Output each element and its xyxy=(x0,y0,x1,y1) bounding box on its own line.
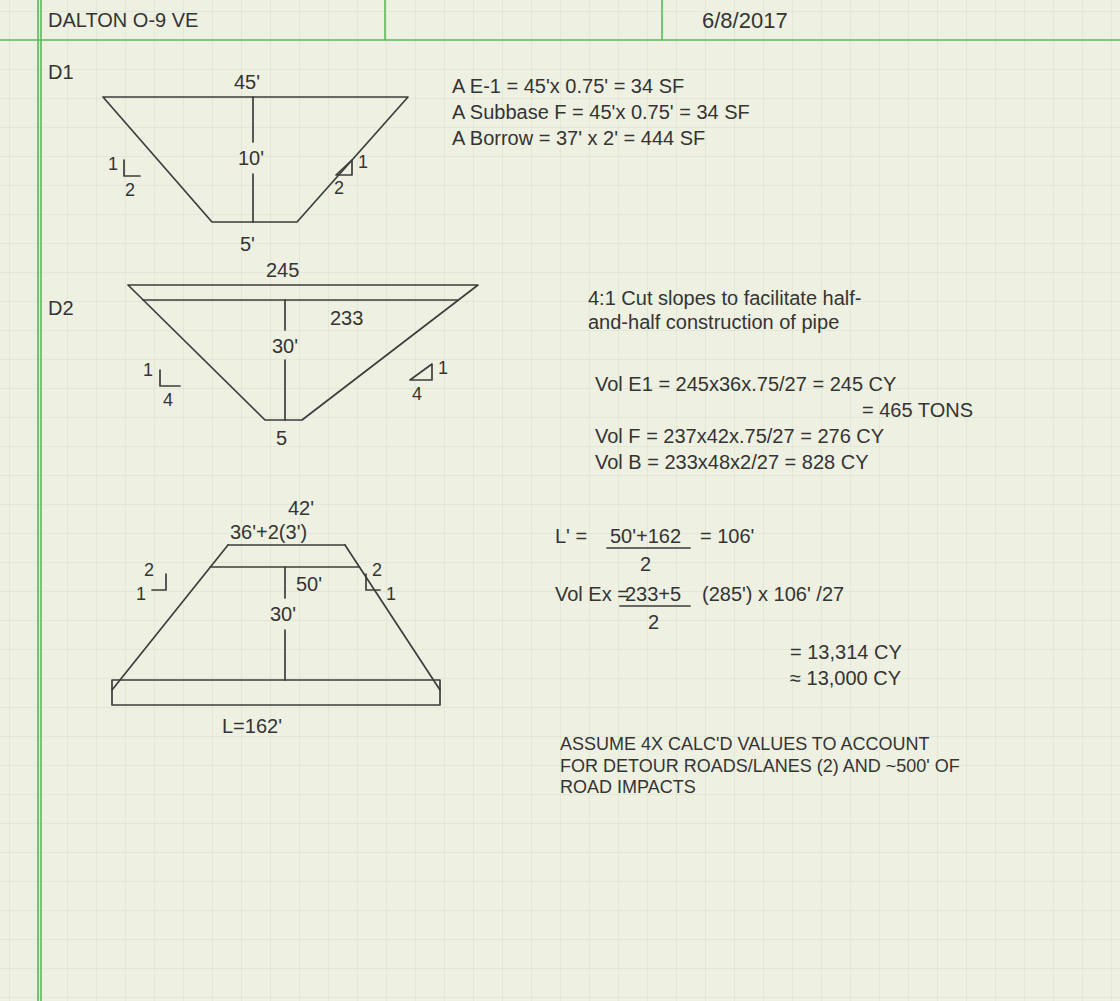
dimension: 50' xyxy=(296,572,322,596)
calc-note: A Borrow = 37' x 2' = 444 SF xyxy=(452,126,705,150)
dimension: 36'+2(3') xyxy=(230,520,307,544)
calc-note: Vol B = 233x48x2/27 = 828 CY xyxy=(595,450,869,474)
slope-value: 1 xyxy=(143,360,153,382)
center-line xyxy=(252,174,254,222)
date: 6/8/2017 xyxy=(702,8,788,34)
header-rule xyxy=(0,39,1120,41)
calc-note: 233+5 xyxy=(625,582,681,606)
fill-slope xyxy=(345,545,440,690)
center-line xyxy=(284,567,286,598)
dimension: 5 xyxy=(276,426,287,450)
slope-mark xyxy=(336,160,352,175)
calc-note: (285') x 106' /27 xyxy=(702,582,844,606)
slope-value: 1 xyxy=(358,152,368,174)
calc-note: Vol F = 237x42x.75/27 = 276 CY xyxy=(595,424,884,448)
page-title: DALTON O-9 VE xyxy=(48,8,198,32)
dimension: 30' xyxy=(270,602,296,626)
slope-value: 2 xyxy=(372,560,382,582)
slope-value: 2 xyxy=(144,560,154,582)
calc-note: 2 xyxy=(648,610,659,634)
center-line xyxy=(284,630,286,680)
slope-mark xyxy=(160,370,180,386)
design-note: 4:1 Cut slopes to facilitate half-and-ha… xyxy=(588,286,898,334)
slope-value: 2 xyxy=(125,180,135,202)
center-line xyxy=(284,300,286,330)
calc-note: = 106' xyxy=(700,524,754,548)
calc-note: = 465 TONS xyxy=(862,398,973,422)
dimension: 5' xyxy=(240,232,255,256)
dimension: L=162' xyxy=(222,714,282,738)
slope-mark xyxy=(410,364,432,380)
calc-note: ≈ 13,000 CY xyxy=(790,666,901,690)
calc-note: Vol Ex = xyxy=(555,582,629,606)
margin-rule xyxy=(40,0,42,1001)
dimension: 245 xyxy=(266,258,299,282)
dimension: 10' xyxy=(238,146,264,170)
slope-value: 1 xyxy=(438,358,448,380)
center-line xyxy=(284,360,286,420)
road-top xyxy=(228,544,345,546)
dimension: 233 xyxy=(330,306,363,330)
section-d2 xyxy=(128,285,478,420)
slope-value: 1 xyxy=(136,584,146,606)
fill-slope xyxy=(112,545,228,690)
slope-value: 1 xyxy=(108,154,118,176)
center-line xyxy=(252,97,254,142)
calc-note: A Subbase F = 45'x 0.75' = 34 SF xyxy=(452,100,750,124)
slope-mark xyxy=(124,160,140,176)
dimension: 42' xyxy=(288,496,314,520)
dimension: 45' xyxy=(234,70,260,94)
calc-note: L' = xyxy=(555,524,587,548)
fraction-bar xyxy=(620,605,690,607)
dimension: 30' xyxy=(272,334,298,358)
header-divider xyxy=(661,0,663,40)
margin-rule xyxy=(37,0,39,1001)
pencil-sketches xyxy=(103,97,690,705)
pipe xyxy=(112,680,440,705)
section-d1 xyxy=(103,97,408,222)
slope-value: 1 xyxy=(386,584,396,606)
fraction-bar xyxy=(607,547,690,549)
section-id: D2 xyxy=(48,296,74,320)
section-id: D1 xyxy=(48,60,74,84)
slope-mark xyxy=(152,574,166,590)
assumption-note: ASSUME 4X CALC'D VALUES TO ACCOUNT FOR D… xyxy=(560,734,960,799)
calc-note: = 13,314 CY xyxy=(790,640,902,664)
calc-note: Vol E1 = 245x36x.75/27 = 245 CY xyxy=(595,372,896,396)
slope-value: 4 xyxy=(163,390,173,412)
borrow-line xyxy=(143,299,458,301)
calc-note: 2 xyxy=(640,552,651,576)
calc-note: A E-1 = 45'x 0.75' = 34 SF xyxy=(452,74,684,98)
slope-value: 2 xyxy=(334,178,344,200)
header-divider xyxy=(384,0,386,40)
calc-note: 50'+162 xyxy=(610,524,681,548)
slope-value: 4 xyxy=(412,384,422,406)
